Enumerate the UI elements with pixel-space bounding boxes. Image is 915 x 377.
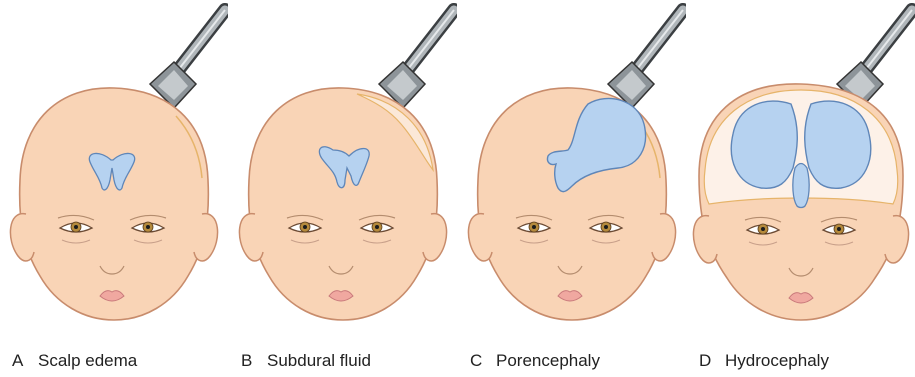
panel-label: Scalp edema [38, 351, 137, 370]
panel-letter: C [470, 351, 496, 371]
panel-letter: B [241, 351, 267, 371]
panel-letter: D [699, 351, 725, 371]
panel-label: Porencephaly [496, 351, 600, 370]
infant-head-illustration [458, 0, 686, 350]
panel-label: Subdural fluid [267, 351, 371, 370]
ultrasound-probe [379, 10, 454, 108]
panel-label: Hydrocephaly [725, 351, 829, 370]
panel-letter: A [12, 351, 38, 371]
infant-head-illustration [0, 0, 228, 350]
head-outline [20, 88, 209, 320]
infant-head-illustration [229, 0, 457, 350]
infant-head-illustration [687, 0, 915, 350]
third-ventricle [793, 164, 809, 208]
ultrasound-probe [608, 10, 683, 108]
ultrasound-probe [150, 10, 225, 108]
